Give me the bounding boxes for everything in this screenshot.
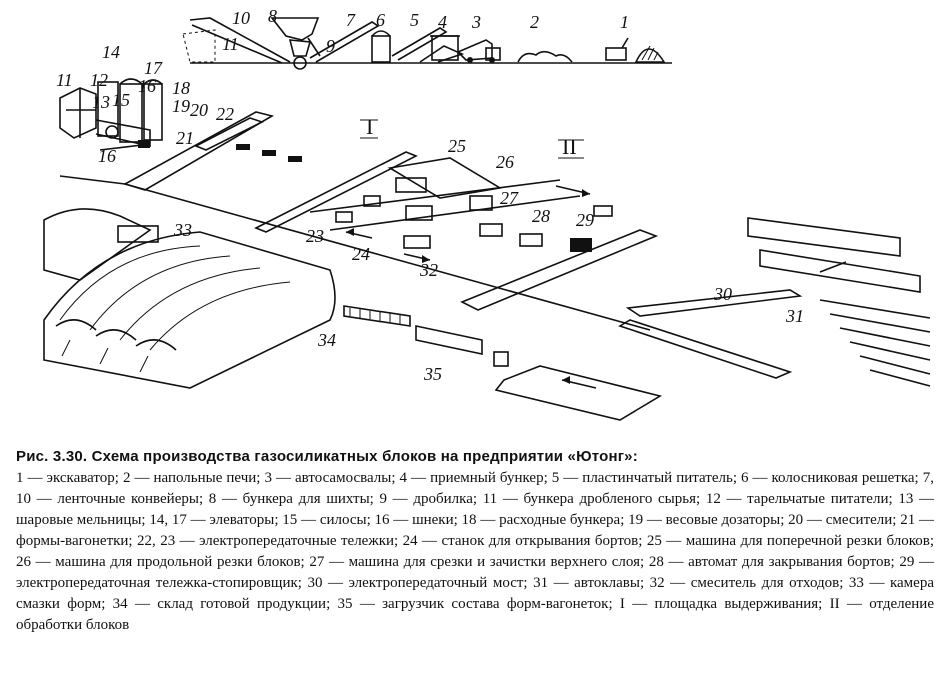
- label-11a: 11: [222, 34, 239, 54]
- label-1: 1: [620, 12, 629, 32]
- label-18: 18: [172, 78, 190, 98]
- caption-title: Рис. 3.30. Схема производства газосилика…: [16, 448, 638, 465]
- label-26: 26: [496, 152, 514, 172]
- label-roman-II: II: [562, 134, 577, 159]
- label-27: 27: [500, 188, 519, 208]
- label-5: 5: [410, 10, 419, 30]
- warehouse-hangars: [43, 208, 336, 389]
- label-34: 34: [317, 330, 336, 350]
- label-22: 22: [216, 104, 234, 124]
- label-6: 6: [376, 10, 385, 30]
- label-24: 24: [352, 244, 370, 264]
- label-25: 25: [448, 136, 466, 156]
- label-10: 10: [232, 8, 250, 28]
- label-11b: 11: [56, 70, 73, 90]
- label-20: 20: [190, 100, 208, 120]
- shop-floor: [59, 111, 931, 389]
- label-28: 28: [532, 206, 550, 226]
- figure-caption: Рис. 3.30. Схема производства газосилика…: [16, 446, 934, 636]
- label-8: 8: [268, 6, 277, 26]
- diagram-labels: 1 2 3 4 5 6 7 8 9 10 11 11 12 13 14 15 1…: [56, 6, 804, 384]
- caption-legend: 1 — экскаватор; 2 — напольные печи; 3 — …: [16, 470, 934, 633]
- raw-material-line: [182, 17, 672, 70]
- label-16a: 16: [98, 146, 116, 166]
- label-13: 13: [92, 92, 110, 112]
- autoclaves: [747, 217, 931, 387]
- label-2: 2: [530, 12, 539, 32]
- label-17: 17: [144, 58, 163, 78]
- mixing-section: [59, 78, 163, 151]
- block-stacks: [236, 144, 613, 252]
- label-29: 29: [576, 210, 594, 230]
- production-scheme-illustration: 1 2 3 4 5 6 7 8 9 10 11 11 12 13 14 15 1…: [43, 6, 931, 421]
- label-7: 7: [346, 10, 356, 30]
- label-30: 30: [713, 284, 732, 304]
- label-4: 4: [438, 12, 447, 32]
- label-23: 23: [306, 226, 324, 246]
- label-16b: 16: [138, 76, 156, 96]
- label-33: 33: [173, 220, 192, 240]
- label-15: 15: [112, 90, 130, 110]
- label-19: 19: [172, 96, 190, 116]
- label-14: 14: [102, 42, 120, 62]
- flow-arrows: [345, 185, 847, 389]
- label-21: 21: [176, 128, 194, 148]
- label-31: 31: [785, 306, 804, 326]
- label-9: 9: [326, 36, 335, 56]
- label-12: 12: [90, 70, 108, 90]
- label-3: 3: [471, 12, 481, 32]
- label-roman-I: I: [366, 114, 373, 139]
- label-32: 32: [419, 260, 438, 280]
- label-35: 35: [423, 364, 442, 384]
- loader-line: [343, 305, 663, 421]
